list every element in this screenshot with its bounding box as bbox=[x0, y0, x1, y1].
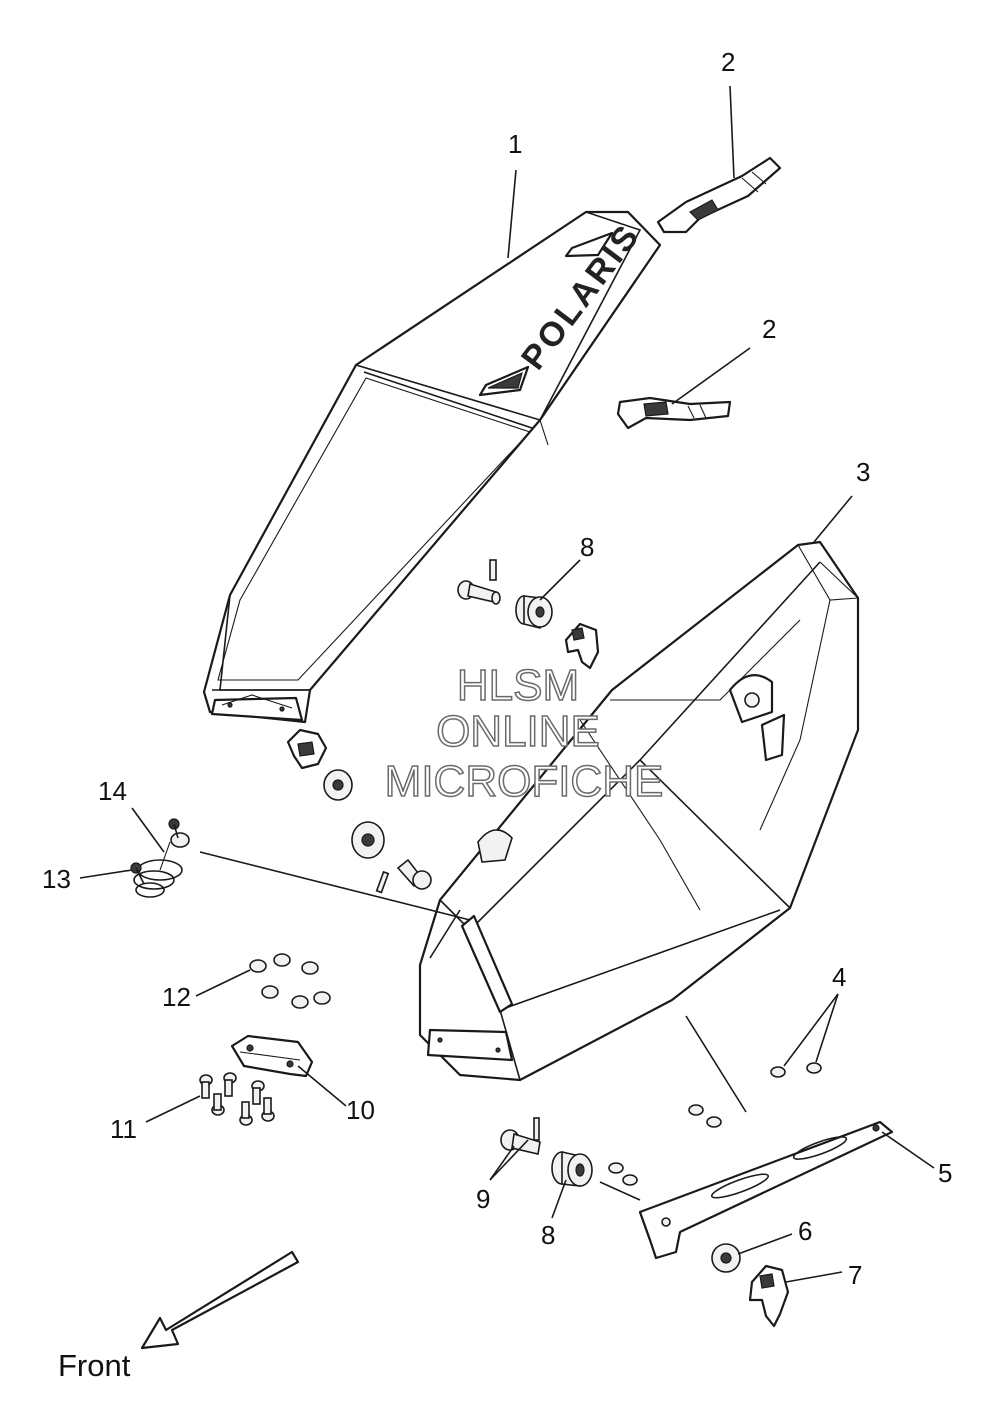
callout-3: 3 bbox=[856, 457, 870, 487]
retainer-left bbox=[286, 728, 328, 770]
callout-9: 9 bbox=[476, 1184, 490, 1214]
mount-bracket bbox=[638, 1120, 894, 1260]
bushing-lower bbox=[551, 1151, 593, 1187]
bolt-13 bbox=[130, 818, 180, 885]
latch-upper bbox=[656, 156, 782, 234]
callout-6: 6 bbox=[798, 1216, 812, 1246]
callout-2-upper: 2 bbox=[721, 47, 735, 77]
callout-14: 14 bbox=[98, 776, 127, 806]
storage-box-lid: POLARIS bbox=[202, 210, 662, 724]
callout-1: 1 bbox=[508, 129, 522, 159]
pin-lower bbox=[500, 1117, 541, 1155]
pin-left bbox=[375, 858, 432, 894]
watermark: HLSM ONLINE MICROFICHE bbox=[384, 660, 664, 807]
pin-upper bbox=[457, 559, 501, 605]
latch-lower bbox=[616, 396, 732, 430]
callout-12: 12 bbox=[162, 982, 191, 1012]
callout-7: 7 bbox=[848, 1260, 862, 1290]
front-direction-arrow bbox=[140, 1250, 300, 1350]
callout-4: 4 bbox=[832, 962, 846, 992]
fastener-set bbox=[608, 1062, 822, 1186]
watermark-line-2: ONLINE bbox=[436, 707, 600, 756]
callout-11: 11 bbox=[110, 1114, 137, 1144]
callout-5: 5 bbox=[938, 1158, 952, 1188]
bushing-left-a bbox=[323, 769, 353, 801]
watermark-line-1: HLSM bbox=[457, 661, 579, 710]
spacer bbox=[711, 1243, 741, 1273]
callout-8-upper: 8 bbox=[580, 532, 594, 562]
leader-lines bbox=[79, 85, 935, 1283]
callout-2-lower: 2 bbox=[762, 314, 776, 344]
bushing-left-b bbox=[351, 821, 385, 859]
front-label: Front bbox=[58, 1348, 131, 1383]
screw-set bbox=[199, 1072, 275, 1126]
watermark-line-3: MICROFICHE bbox=[385, 757, 664, 806]
callout-10: 10 bbox=[346, 1095, 375, 1125]
callout-13: 13 bbox=[42, 864, 71, 894]
nut-set bbox=[249, 953, 331, 1009]
storage-box-body bbox=[418, 540, 860, 1082]
spring-clip bbox=[133, 832, 190, 898]
callout-8-lower: 8 bbox=[541, 1220, 555, 1250]
retainer-lower bbox=[748, 1264, 790, 1328]
bushing-upper bbox=[515, 595, 553, 630]
hinge-plate bbox=[230, 1034, 314, 1078]
retainer-upper bbox=[564, 622, 600, 670]
